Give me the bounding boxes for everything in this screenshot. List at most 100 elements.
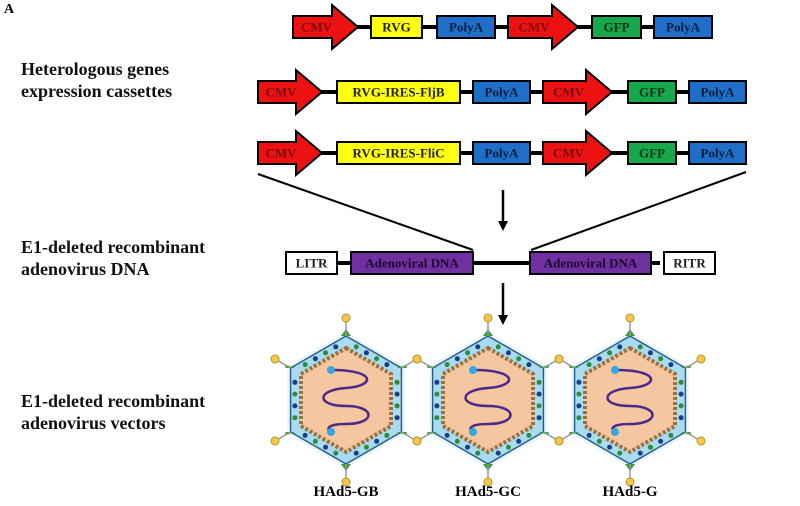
capsid-core xyxy=(582,345,678,455)
terminal-protein xyxy=(611,428,619,436)
element-label: PolyA xyxy=(701,85,736,100)
element-label: PolyA xyxy=(701,146,736,161)
element-box-polya xyxy=(653,15,713,39)
element-box-polya xyxy=(688,141,747,165)
capsomer-dot xyxy=(495,344,501,350)
dna-label: E1-deleted recombinant adenovirus DNA xyxy=(21,236,205,280)
element-box-polya xyxy=(688,80,747,104)
fiber-knob xyxy=(483,477,493,487)
capsomer-dot xyxy=(434,415,440,421)
capsomer-dot xyxy=(475,344,481,350)
capsomer-dot xyxy=(596,438,602,444)
element-box-polya xyxy=(472,141,531,165)
vectors-label: E1-deleted recombinant adenovirus vector… xyxy=(21,390,205,434)
ritr-box-label: RITR xyxy=(673,256,706,271)
penton-base xyxy=(568,432,580,436)
capsomer-dot xyxy=(454,438,460,444)
capsomer-dot xyxy=(637,450,643,456)
dna-label-line2: adenovirus DNA xyxy=(21,259,150,279)
adenovirus-particle-2 xyxy=(554,313,706,487)
element-label: PolyA xyxy=(485,146,520,161)
cassettes-label-line1: Heterologous genes xyxy=(21,59,170,79)
fiber-knob xyxy=(412,354,422,364)
fiber-knob xyxy=(483,313,493,323)
capsomer-dot xyxy=(576,391,582,397)
element-label: CMV xyxy=(265,85,297,100)
capsomer-dot xyxy=(536,391,542,397)
element-label: CMV xyxy=(265,146,297,161)
element-label: PolyA xyxy=(485,85,520,100)
capsomer-dot xyxy=(505,350,511,356)
capsomer-dot xyxy=(668,362,674,368)
penton-base xyxy=(538,432,550,436)
capsomer-dot xyxy=(374,438,380,444)
capsomer-dot xyxy=(637,344,643,350)
element-label: GFP xyxy=(639,146,665,161)
capsomer-dot xyxy=(658,438,664,444)
penton-base xyxy=(538,364,550,368)
capsomer-dot xyxy=(505,444,511,450)
fiber-knob xyxy=(554,354,564,364)
element-label: CMV xyxy=(553,146,585,161)
fiber-knob xyxy=(270,354,280,364)
capsomer-dot xyxy=(394,379,400,385)
cmv-promoter-arrow xyxy=(257,67,324,117)
capsomer-dot xyxy=(394,403,400,409)
capsomer-dot xyxy=(576,403,582,409)
element-label: CMV xyxy=(553,85,585,100)
viral-genome xyxy=(606,368,654,434)
viral-genome xyxy=(464,368,512,434)
adenovirus-particle-0 xyxy=(270,313,422,487)
element-label: RVG-IRES-FliC xyxy=(353,146,445,161)
penton-base xyxy=(680,364,692,368)
capsomer-dot xyxy=(678,415,684,421)
capsomer-dot xyxy=(536,415,542,421)
capsomer-dot xyxy=(394,391,400,397)
capsomer-dot xyxy=(312,356,318,362)
panel-label: A xyxy=(4,2,15,17)
element-box-gfp xyxy=(627,141,677,165)
capsomer-dot xyxy=(658,356,664,362)
insert-line-left xyxy=(257,173,474,251)
penton-base xyxy=(680,432,692,436)
capsomer-dot xyxy=(647,350,653,356)
litr-box-label: LITR xyxy=(296,256,328,271)
vectors-label-line2: adenovirus vectors xyxy=(21,413,166,433)
viral-genome xyxy=(322,368,370,434)
capsomer-dot xyxy=(536,403,542,409)
element-box-gfp xyxy=(627,80,677,104)
capsid-core xyxy=(298,345,394,455)
fiber-knob xyxy=(412,436,422,446)
terminal-protein xyxy=(469,428,477,436)
element-box-rvg xyxy=(370,15,423,39)
element-label: RVG-IRES-FljB xyxy=(353,85,445,100)
capsomer-dot xyxy=(353,344,359,350)
cmv-promoter-arrow xyxy=(507,2,580,52)
terminal-protein xyxy=(469,366,477,374)
capsomer-dot xyxy=(586,362,592,368)
element-label: GFP xyxy=(604,20,630,35)
capsomer-dot xyxy=(434,391,440,397)
down-arrow-1-head xyxy=(498,221,508,231)
fiber-knob xyxy=(625,313,635,323)
cassette-row-1: CMV RVG-IRES-FljB PolyA CMV GFP PolyA xyxy=(257,67,747,117)
capsomer-dot xyxy=(384,432,390,438)
vector-name-0: HAd5-GB xyxy=(313,484,379,500)
insert-line-right xyxy=(530,171,747,251)
vector-name-2: HAd5-G xyxy=(602,484,658,500)
dna-label-line1: E1-deleted recombinant xyxy=(21,237,206,257)
capsomer-dot xyxy=(617,450,623,456)
capsomer-dot xyxy=(394,415,400,421)
capsomer-dot xyxy=(444,362,450,368)
capsomer-dot xyxy=(678,403,684,409)
element-box-polya xyxy=(472,80,531,104)
cassettes-label-line2: expression cassettes xyxy=(21,81,173,101)
capsomer-dot xyxy=(576,379,582,385)
element-label: CMV xyxy=(518,20,550,35)
capsomer-dot xyxy=(576,415,582,421)
ritr-box xyxy=(663,251,716,275)
element-label: GFP xyxy=(639,85,665,100)
element-box-gfp xyxy=(591,15,642,39)
capsomer-dot xyxy=(526,362,532,368)
